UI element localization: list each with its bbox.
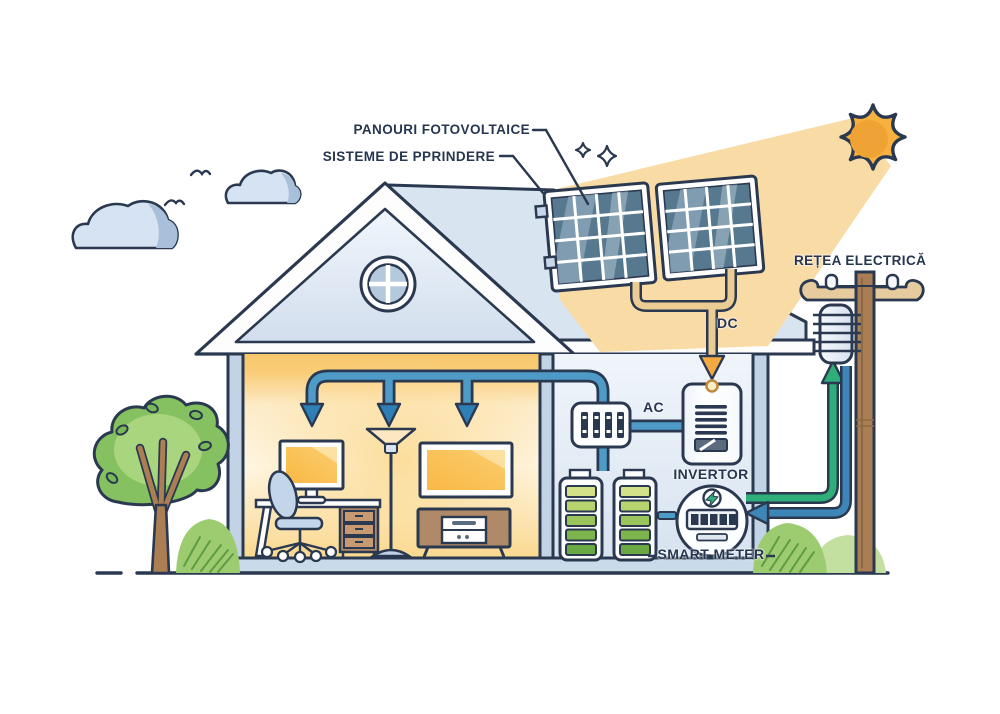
smart-meter	[648, 484, 775, 558]
tree	[92, 394, 230, 575]
label-ac: AC	[643, 399, 665, 415]
label-smart-meter: SMART METER	[657, 546, 765, 562]
monitor	[278, 439, 345, 505]
tv	[418, 441, 514, 499]
floor-lamp	[365, 427, 417, 558]
tv-stand	[416, 507, 512, 558]
grid-import-arrow	[744, 366, 852, 526]
cloud-icon	[71, 169, 302, 250]
label-electric-grid: REȚEA ELECTRICĂ	[794, 253, 927, 268]
gable-roof	[194, 181, 576, 356]
solar-panel	[542, 181, 658, 293]
energy-pipes	[299, 369, 683, 471]
solar-panel	[654, 174, 766, 282]
insulator	[824, 273, 900, 291]
battery-bank	[558, 468, 677, 562]
dc-connector	[705, 379, 719, 393]
bird-icon	[163, 169, 212, 207]
office-chair	[260, 470, 338, 564]
label-connectors	[498, 128, 590, 206]
transformer	[813, 303, 861, 365]
sparkle-icon	[574, 141, 618, 168]
dc-arrow-icon	[698, 354, 726, 381]
round-window	[359, 255, 417, 313]
energy-bolt-icon	[702, 488, 722, 508]
inverter	[681, 382, 743, 466]
leaf-icon	[105, 402, 212, 484]
label-mounting-systems: SISTEME DE PPRINDERE	[322, 149, 495, 164]
battery-meter-link	[657, 511, 677, 520]
dc-wire	[630, 269, 737, 393]
power-pole	[799, 270, 925, 575]
battery	[612, 468, 658, 562]
power-arrow-down-icon	[299, 402, 480, 428]
label-photovoltaic-panels: PANOURI FOTOVOLTAICE	[353, 122, 530, 137]
label-dc: DC	[717, 315, 739, 331]
bush	[176, 519, 240, 573]
label-inverter: INVERTOR	[673, 466, 749, 482]
sun-icon	[839, 103, 907, 171]
grid-export-arrow	[746, 359, 846, 504]
mounting-bracket	[534, 204, 558, 270]
fuse-box	[570, 401, 632, 449]
battery	[558, 468, 604, 562]
